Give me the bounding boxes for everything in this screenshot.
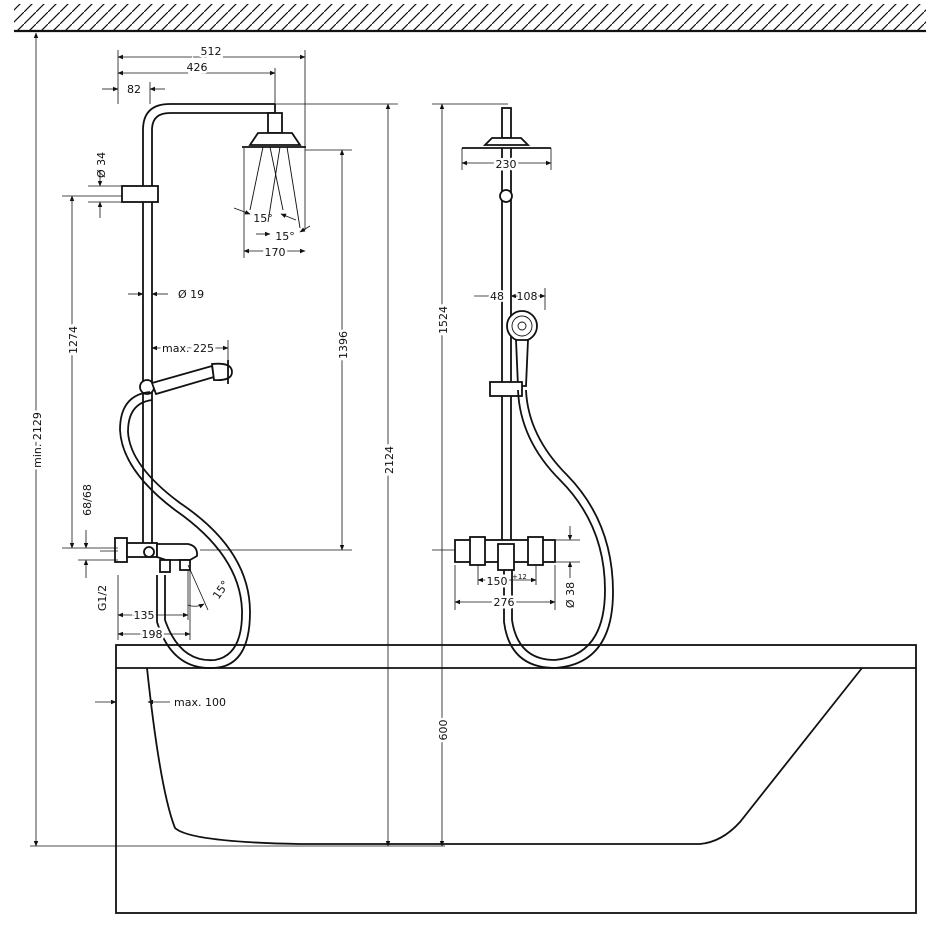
dim-1524: 1524 (437, 306, 450, 334)
dim-min-2129: min. 2129 (31, 412, 44, 468)
dim-max-100: max. 100 (174, 696, 226, 709)
angle-label-1: 15° (253, 212, 273, 225)
dim-600: 600 (437, 720, 450, 741)
dim-2124: 2124 (383, 446, 396, 474)
dim-48: 48 (490, 290, 504, 303)
dim-170: 170 (265, 246, 286, 259)
dim-150-tolerance: +12 (512, 573, 527, 581)
dim-thread-g12: G1/2 (96, 585, 109, 611)
angle-label-2: 15° (275, 230, 295, 243)
front-view-shower (454, 107, 614, 669)
dim-150: 150 (487, 575, 508, 588)
ceiling-hatch (14, 4, 926, 33)
dim-1274: 1274 (67, 326, 80, 354)
dim-276: 276 (494, 596, 515, 609)
dimension-lines-side-view (33, 32, 398, 847)
bathtub (115, 644, 917, 914)
dim-512: 512 (201, 45, 222, 58)
dim-diameter-38: Ø 38 (564, 582, 577, 608)
dim-426: 426 (187, 61, 208, 74)
angle-label-3: 15° (210, 578, 232, 601)
side-view-shower (114, 103, 306, 669)
dim-108: 108 (517, 290, 538, 303)
dimension-lines-front-view (432, 103, 580, 847)
dim-198: 198 (142, 628, 163, 641)
dim-135: 135 (134, 609, 155, 622)
dim-diameter-34: Ø 34 (95, 152, 108, 178)
dim-max-225: max. 225 (162, 342, 214, 355)
dim-230: 230 (496, 158, 517, 171)
dim-diameter-19: Ø 19 (178, 288, 204, 301)
dim-1396: 1396 (337, 331, 350, 359)
dim-68-68: 68/68 (81, 484, 94, 516)
dim-82: 82 (127, 83, 141, 96)
